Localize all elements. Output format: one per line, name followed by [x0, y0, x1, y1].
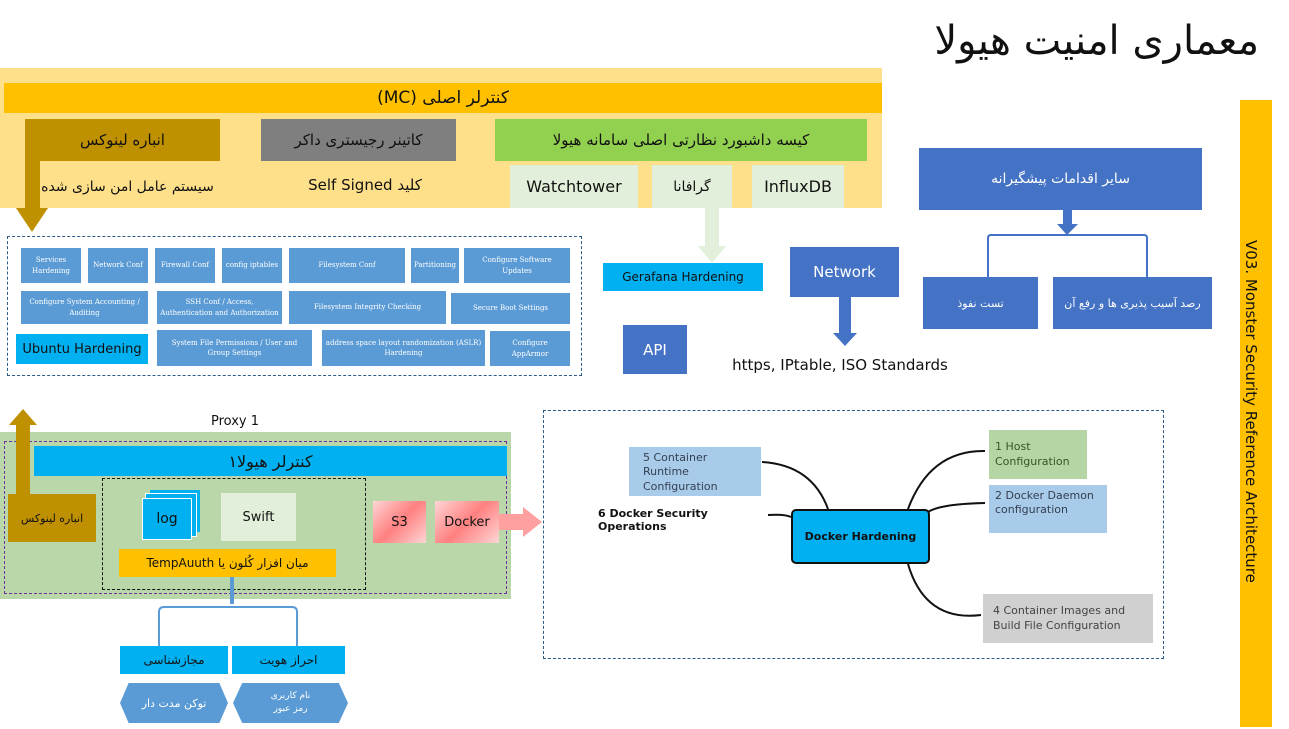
hardening-item: Firewall Conf [155, 248, 215, 283]
authorization-box: مجازشناسی [120, 646, 228, 674]
hardening-item: Filesystem Integrity Checking [289, 291, 446, 324]
network-detail-label: https, IPtable, ISO Standards [732, 356, 948, 374]
grafana-box: گرافانا [652, 165, 732, 208]
side-banner-text: V03. Monster Security Reference Architec… [1242, 240, 1260, 583]
storage-group [102, 478, 366, 590]
grafana-hardening-box: Gerafana Hardening [603, 263, 763, 291]
ubuntu-hardening-label: Ubuntu Hardening [16, 334, 148, 364]
hardening-item: Services Hardening [21, 248, 81, 283]
swift-box: Swift [221, 493, 296, 541]
operations-node: 6 Docker Security Operations [598, 507, 708, 533]
hardened-os-label: سیستم عامل امن سازی شده [41, 179, 214, 195]
s3-box: S3 [373, 501, 426, 543]
auth-bracket [158, 606, 298, 646]
hardening-item: SSH Conf / Access, Authentication and Au… [157, 291, 282, 324]
penetration-test-box: تست نفوذ [923, 277, 1038, 329]
hardening-item: Network Conf [88, 248, 148, 283]
preventive-bracket [987, 234, 1148, 277]
proxy-linux-store-box: انباره لینوکس [8, 494, 96, 542]
docker-hardening-group [543, 410, 1164, 659]
hardening-item: Filesystem Conf [289, 248, 405, 283]
docker-box: Docker [435, 501, 499, 543]
preventive-measures-box: سایر اقدامات پیشگیرانه [919, 148, 1202, 210]
dashboard-box: کیسه داشبورد نظارتی اصلی سامانه هیولا [495, 119, 867, 161]
page-title: معماری امنیت هیولا [934, 18, 1259, 64]
watchtower-box: Watchtower [510, 165, 638, 208]
runtime-config-node: 5 Container Runtime Configuration [629, 447, 761, 496]
influxdb-box: InfluxDB [752, 165, 844, 208]
vulnerability-monitoring-box: رصد آسیب پذیری ها و رفع آن [1053, 277, 1212, 329]
docker-hardening-center: Docker Hardening [791, 509, 930, 564]
hardening-item: Configure AppArmor [490, 331, 570, 366]
password-label: رمز عبور [273, 704, 308, 714]
self-signed-key-label: کلید Self Signed [308, 176, 422, 194]
proxy-label: Proxy 1 [210, 413, 259, 429]
middleware-box: میان افزار کُلون یا TempAuuth [119, 549, 336, 577]
hardening-item: Configure Software Updates [464, 248, 570, 283]
hardening-item: Secure Boot Settings [451, 293, 570, 324]
hardening-item: address space layout randomization (ASLR… [322, 330, 485, 366]
hardening-item: Partitioning [411, 248, 459, 283]
linux-store-box: انباره لینوکس [25, 119, 220, 161]
api-box: API [623, 325, 687, 374]
token-hexagon: توکن مدت دار [120, 683, 228, 723]
log-icon-label: log [156, 511, 178, 527]
daemon-config-node: 2 Docker Daemon configuration [989, 485, 1107, 533]
network-down-arrow-icon [833, 297, 857, 346]
proxy-controller-bar: کنترلر هیولا۱ [34, 446, 507, 476]
side-banner: V03. Monster Security Reference Architec… [1240, 100, 1272, 727]
main-controller-bar: کنترلر اصلی (MC) [4, 83, 882, 113]
ubuntu-hardening-group [7, 236, 582, 376]
preventive-arrow-icon [1057, 210, 1078, 235]
log-box: log [142, 498, 192, 540]
grafana-down-arrow-icon [698, 208, 726, 263]
network-box: Network [790, 247, 899, 297]
hardening-item: System File Permissions / User and Group… [157, 330, 312, 366]
username-label: نام کاربری [270, 690, 311, 701]
credentials-hexagon: نام کاربری رمز عبور [233, 683, 348, 723]
images-config-node: 4 Container Images and Build File Config… [983, 594, 1153, 643]
authentication-box: احراز هویت [232, 646, 345, 674]
docker-registry-box: کاتینر رجیستری داکر [261, 119, 456, 161]
hardening-item: config iptables [222, 248, 282, 283]
hardening-item: Configure System Accounting / Auditing [21, 291, 148, 324]
host-config-node: 1 Host Configuration [989, 430, 1087, 479]
